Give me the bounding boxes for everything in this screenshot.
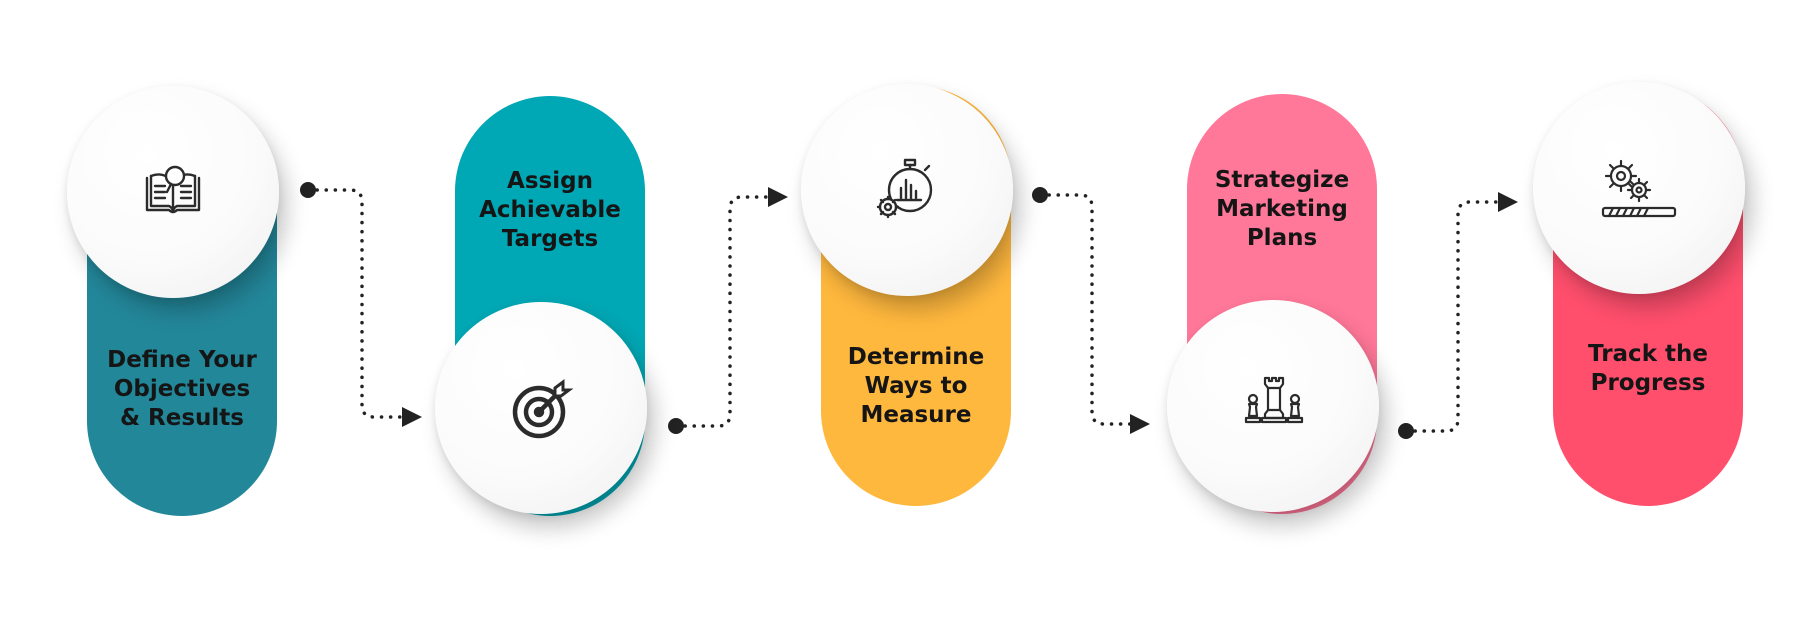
connector-arrow-1 xyxy=(402,407,422,427)
step-2-label: Assign Achievable Targets xyxy=(479,168,621,252)
connector-arrow-4 xyxy=(1498,192,1518,212)
target-arrow-icon xyxy=(509,376,573,440)
step-1-label: Define Your Objectives & Results xyxy=(107,347,257,431)
step-2-circle xyxy=(435,302,647,514)
connector-dot-3 xyxy=(1032,187,1048,203)
step-2: Assign Achievable Targets xyxy=(435,0,655,626)
connector-dot-4 xyxy=(1398,423,1414,439)
step-4-circle xyxy=(1167,300,1379,512)
step-4-label: Strategize Marketing Plans xyxy=(1214,167,1350,251)
step-5: Track the Progress xyxy=(1533,0,1753,626)
connector-3-4 xyxy=(1038,193,1135,426)
step-1-circle xyxy=(67,86,279,298)
book-magnifier-icon xyxy=(141,160,205,224)
connector-4-5 xyxy=(1404,200,1502,433)
connector-2-3 xyxy=(674,195,774,428)
step-3-label: Determine Ways to Measure xyxy=(847,344,985,428)
chess-pieces-icon xyxy=(1241,374,1305,438)
connector-1-2 xyxy=(306,188,407,419)
stopwatch-chart-icon xyxy=(875,158,939,222)
connector-arrow-2 xyxy=(768,187,788,207)
gears-progress-icon xyxy=(1599,156,1679,220)
step-3-circle xyxy=(801,84,1013,296)
step-1: Define Your Objectives & Results xyxy=(67,0,287,626)
step-5-label: Track the Progress xyxy=(1588,341,1708,396)
connector-dot-1 xyxy=(300,182,316,198)
step-3: Determine Ways to Measure xyxy=(801,0,1021,626)
step-5-circle xyxy=(1533,82,1745,294)
connector-arrow-3 xyxy=(1130,414,1150,434)
connector-dot-2 xyxy=(668,418,684,434)
step-4: Strategize Marketing Plans xyxy=(1167,0,1387,626)
